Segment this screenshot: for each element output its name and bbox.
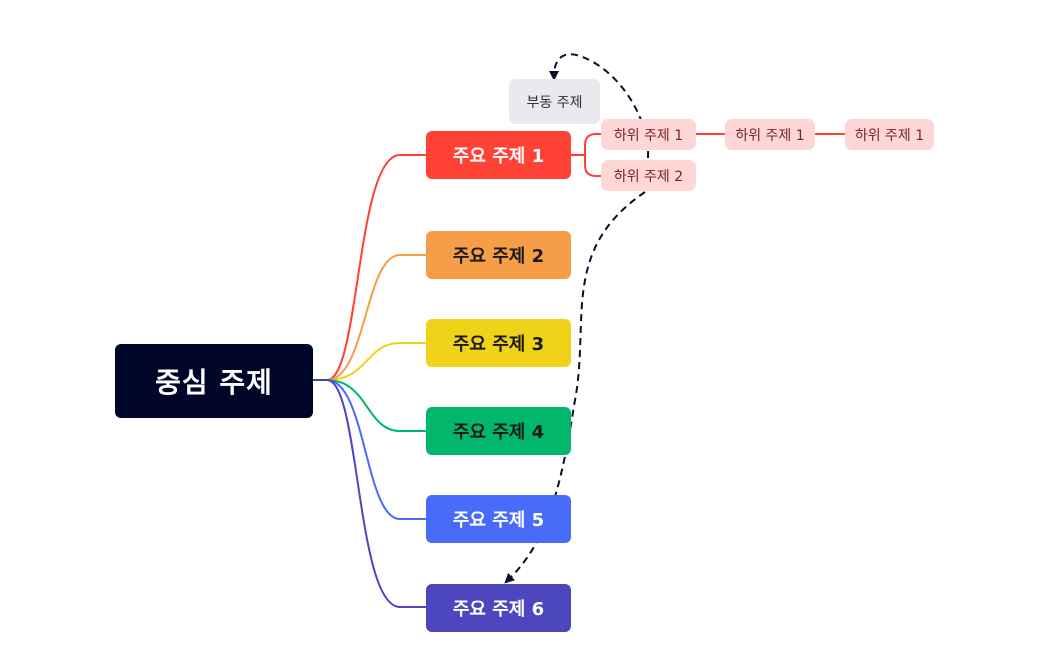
main-topic-4[interactable]: 주요 주제 4 (426, 407, 571, 455)
branch-line-3 (326, 342, 426, 381)
main-topic-5[interactable]: 주요 주제 5 (426, 495, 571, 543)
floating-topic-label: 부동 주제 (526, 94, 583, 111)
branch-line-1 (326, 154, 426, 381)
floating-topic[interactable]: 부동 주제 (509, 79, 600, 124)
subtopic-label: 하위 주제 2 (613, 168, 684, 185)
subtopic-a[interactable]: 하위 주제 1 (601, 119, 696, 150)
branch-line-5 (326, 379, 426, 520)
main-topic-label: 주요 주제 2 (452, 246, 545, 267)
main-topic-label: 주요 주제 6 (452, 599, 545, 620)
main-topic-1[interactable]: 주요 주제 1 (426, 131, 571, 179)
main-topic-label: 주요 주제 5 (452, 510, 545, 531)
subtopic-label: 하위 주제 1 (613, 127, 684, 144)
main-topic-2[interactable]: 주요 주제 2 (426, 231, 571, 279)
subtopic-b[interactable]: 하위 주제 2 (601, 160, 696, 191)
main-topic-label: 주요 주제 3 (452, 334, 545, 355)
central-topic[interactable]: 중심 주제 (115, 344, 313, 418)
branch-line-4 (326, 379, 426, 432)
main-topic-3[interactable]: 주요 주제 3 (426, 319, 571, 367)
central-topic-label: 중심 주제 (155, 366, 273, 399)
branch-line-6 (326, 379, 426, 608)
relationship-arrow-topic6 (504, 191, 646, 584)
sub-branch-line-a (571, 133, 601, 156)
subtopic-label: 하위 주제 1 (735, 127, 805, 144)
branch-line-2 (326, 254, 426, 381)
main-topic-label: 주요 주제 1 (452, 146, 545, 167)
main-topic-label: 주요 주제 4 (452, 422, 545, 443)
subtopic-label: 하위 주제 1 (854, 127, 925, 144)
main-topic-6[interactable]: 주요 주제 6 (426, 584, 571, 632)
sub-branch-line-b (584, 155, 601, 177)
subtopic-a-grandchild[interactable]: 하위 주제 1 (845, 119, 934, 150)
subtopic-a-child[interactable]: 하위 주제 1 (725, 119, 815, 150)
